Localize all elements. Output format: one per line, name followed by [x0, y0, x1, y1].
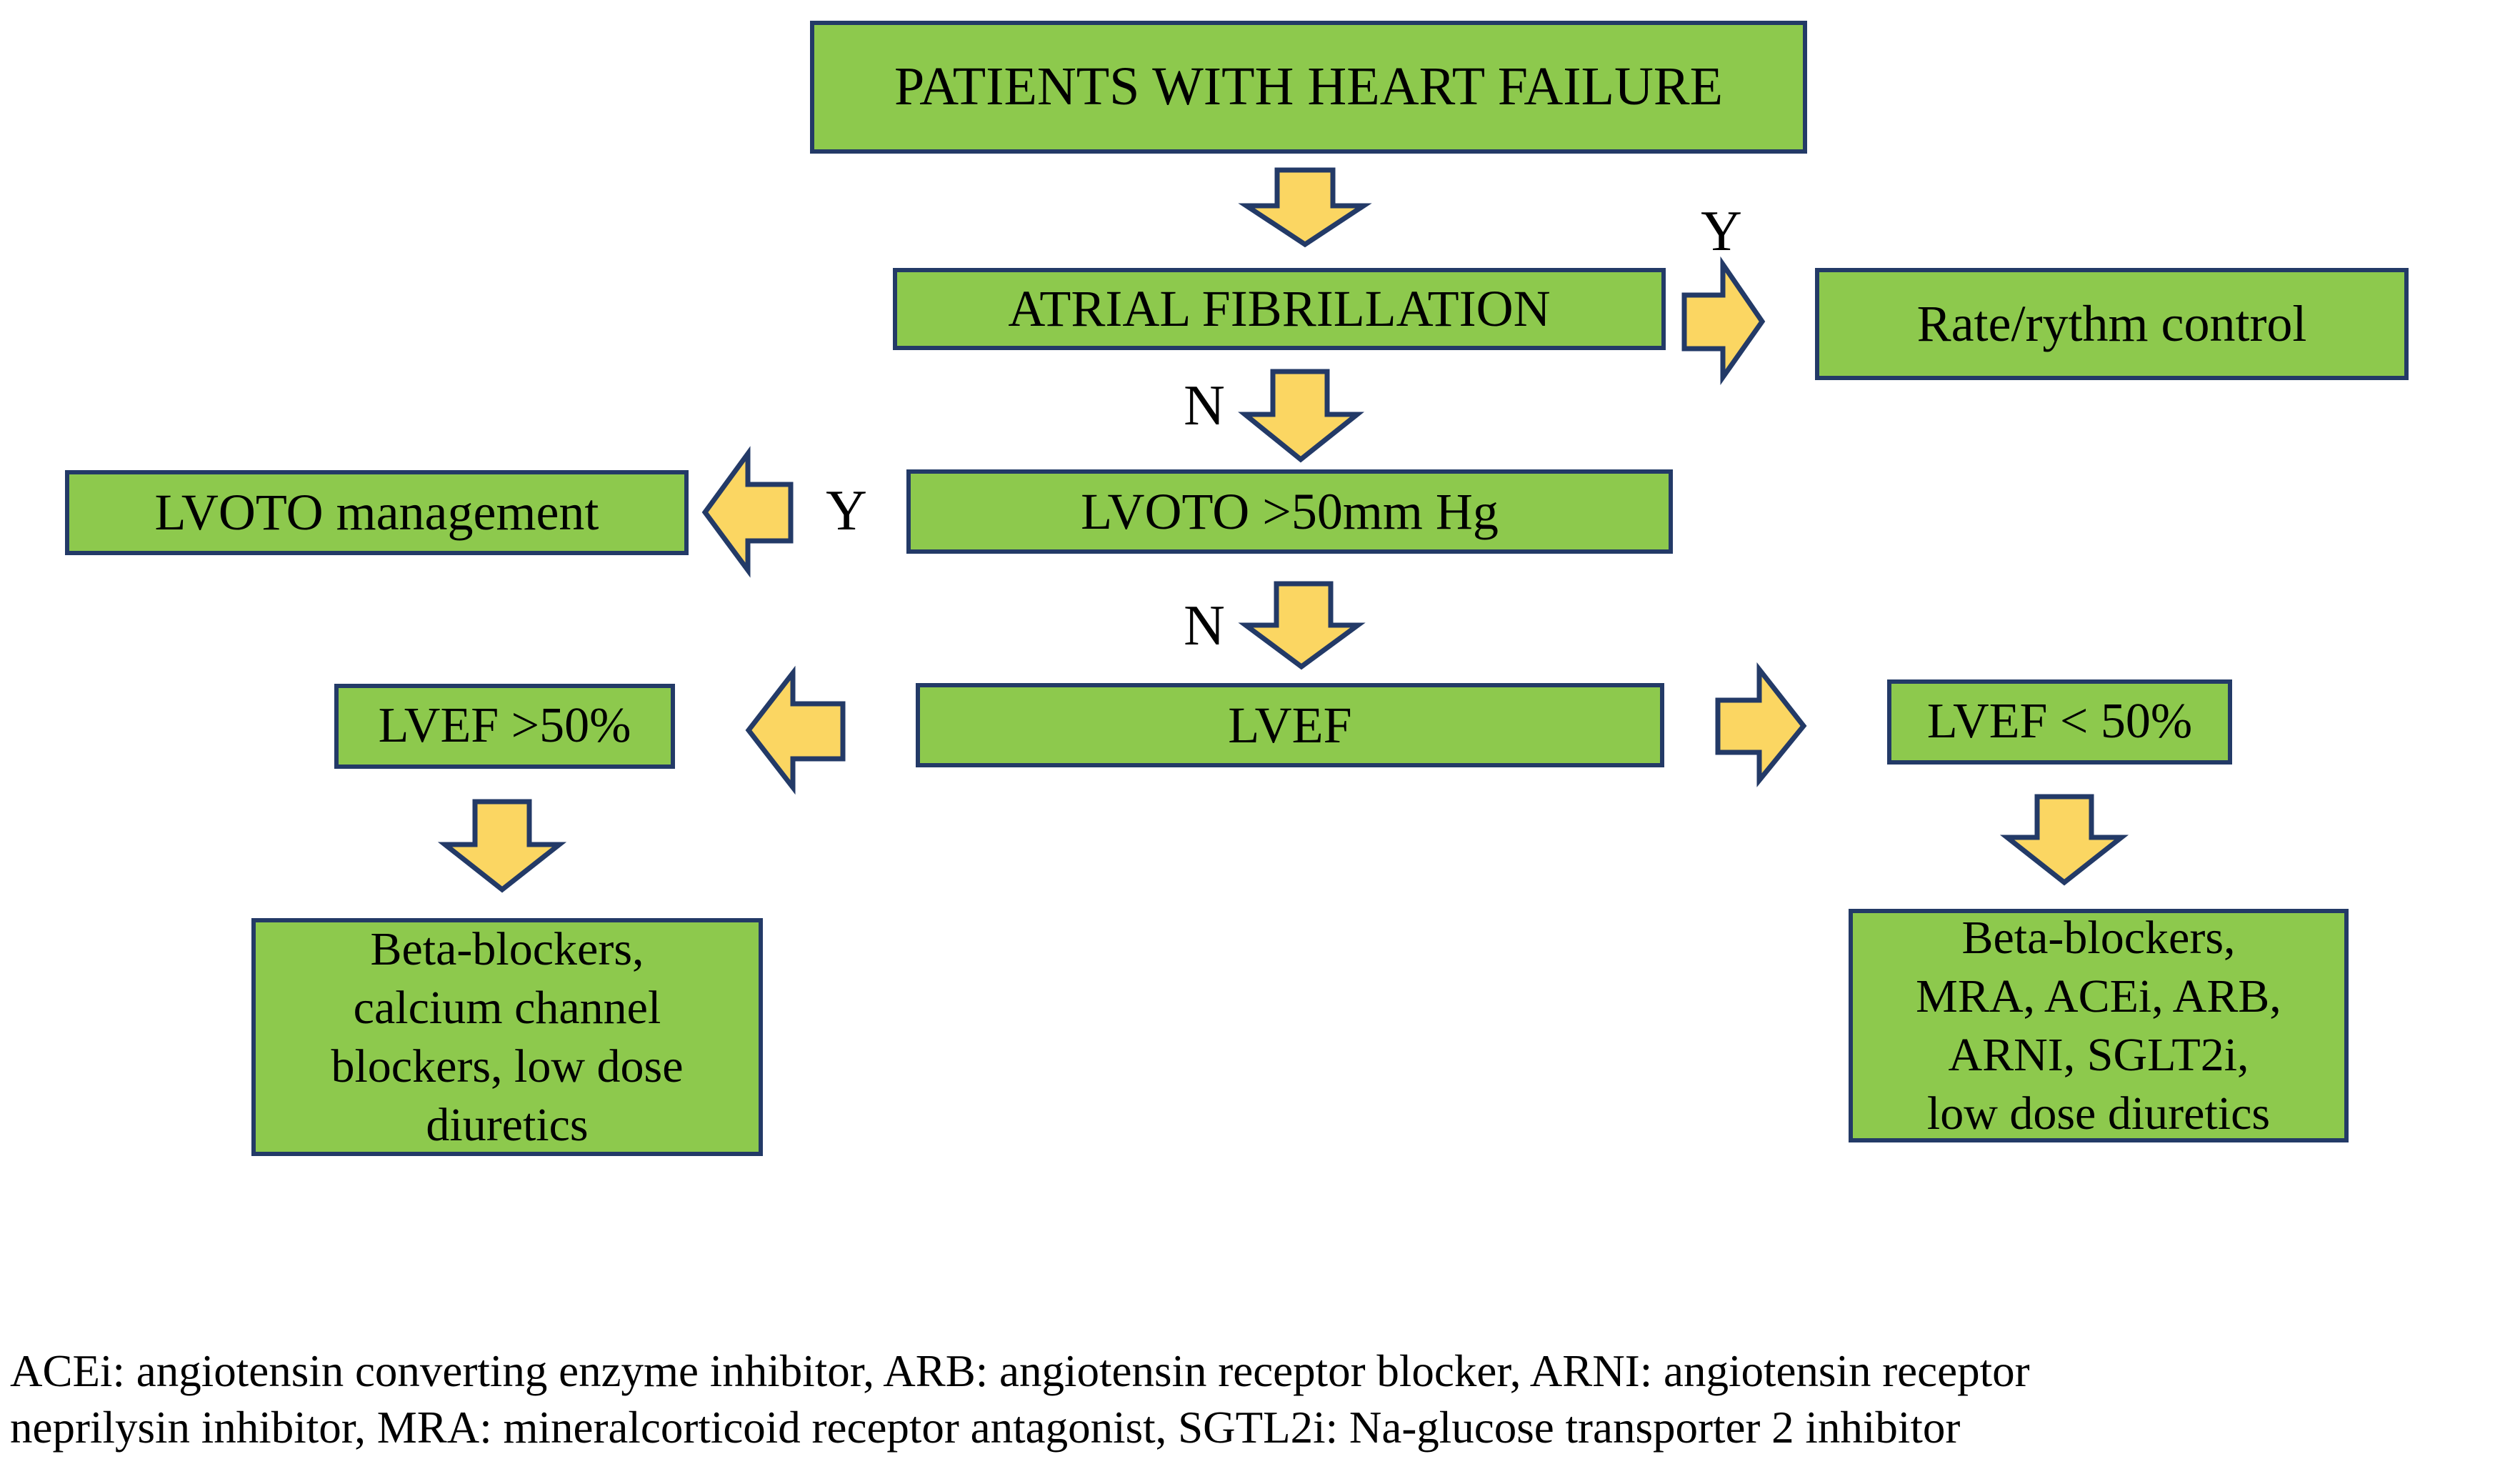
node-lvef: LVEF: [916, 683, 1664, 767]
branch-label-no: N: [1184, 594, 1225, 657]
node-lvoto-gradient: LVOTO >50mm Hg: [906, 469, 1673, 554]
node-patients-with-heart-failure: PATIENTS WITH HEART FAILURE: [810, 21, 1807, 154]
arrow-left-icon: [701, 446, 794, 578]
node-lvoto-management: LVOTO management: [65, 470, 689, 555]
arrow-left-icon: [745, 665, 846, 795]
node-atrial-fibrillation: ATRIAL FIBRILLATION: [893, 268, 1666, 350]
arrow-right-icon: [1715, 662, 1807, 787]
arrow-down-icon: [1238, 167, 1372, 248]
node-rate-rythm-control: Rate/rythm control: [1815, 268, 2409, 380]
arrow-down-icon: [1238, 581, 1366, 670]
abbreviations-footnote: ACEi: angiotensin converting enzyme inhi…: [10, 1343, 2513, 1456]
node-lvef-below-50: LVEF < 50%: [1887, 679, 2232, 765]
branch-label-yes: Y: [1701, 199, 1742, 263]
node-treatment-hfpef: Beta-blockers, calcium channel blockers,…: [251, 918, 763, 1156]
arrow-down-icon: [437, 799, 567, 893]
branch-label-yes: Y: [826, 479, 867, 542]
branch-label-no: N: [1184, 374, 1225, 437]
footnote-line-2: neprilysin inhibitor, MRA: mineralcortic…: [10, 1403, 1961, 1453]
node-treatment-hfref: Beta-blockers, MRA, ACEi, ARB, ARNI, SGL…: [1849, 909, 2349, 1142]
footnote-line-1: ACEi: angiotensin converting enzyme inhi…: [10, 1346, 2030, 1396]
node-lvef-above-50: LVEF >50%: [334, 684, 675, 769]
arrow-down-icon: [1999, 794, 2129, 886]
arrow-down-icon: [1238, 369, 1365, 463]
arrow-right-icon: [1681, 256, 1766, 386]
